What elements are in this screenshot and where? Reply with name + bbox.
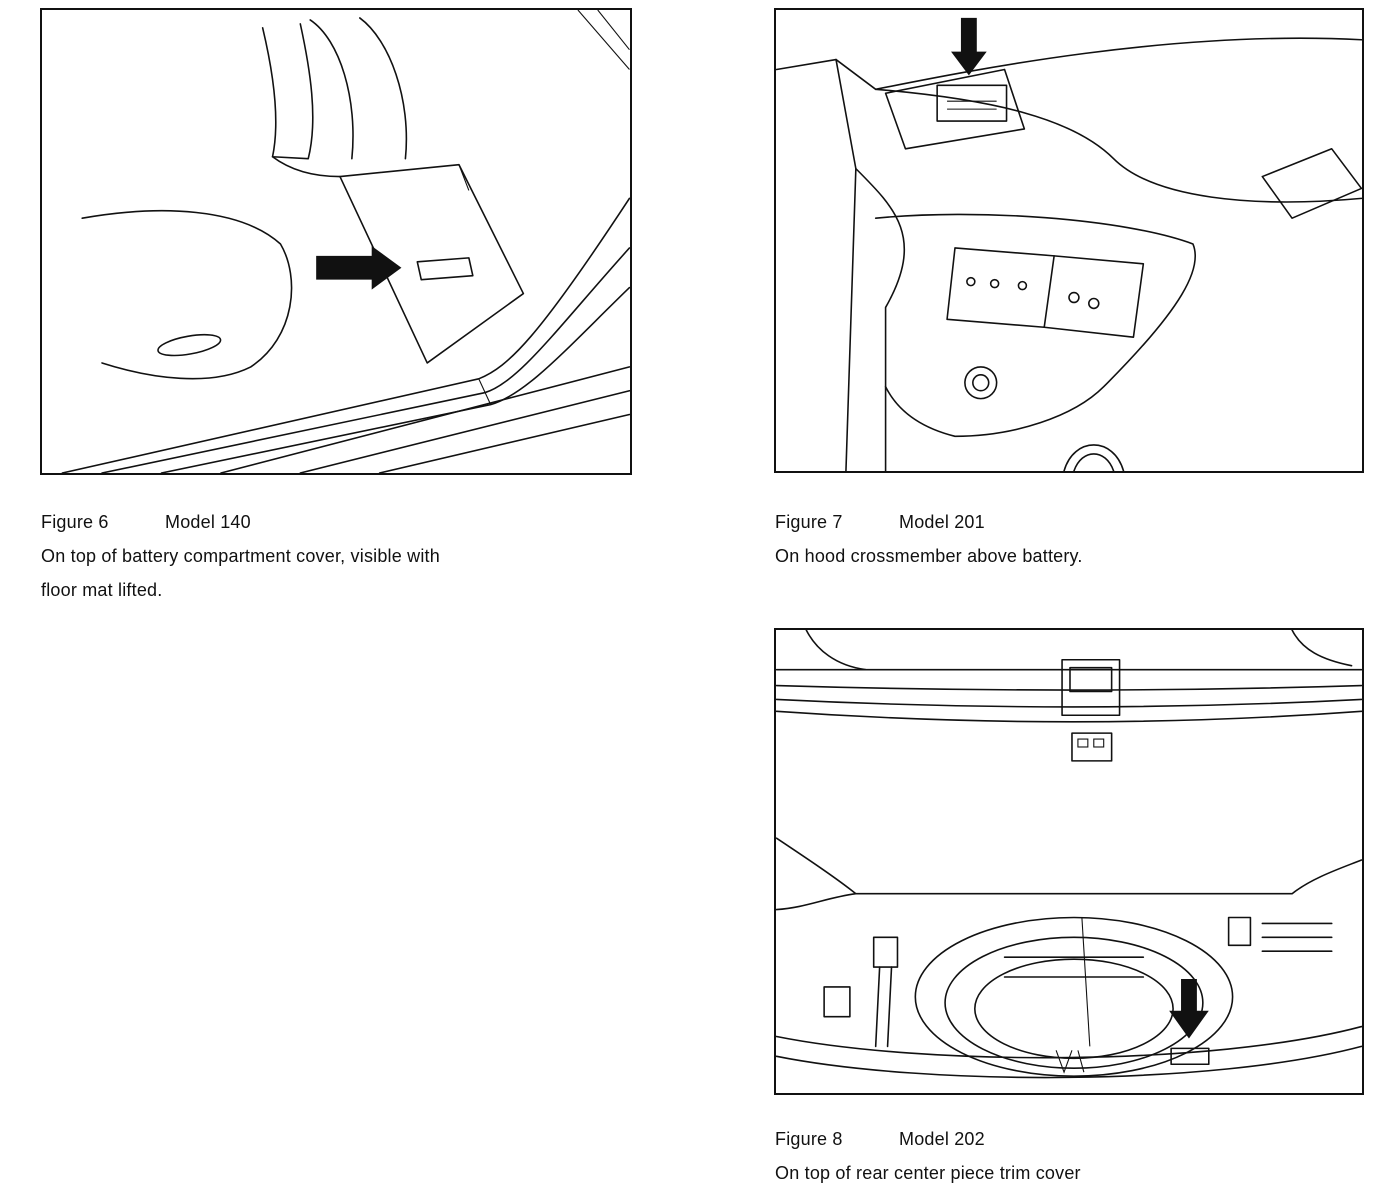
figure-8-drawing [776,630,1362,1079]
arrow-down-icon [951,17,987,76]
figure-6-drawing [61,10,630,473]
figure-6-description-line-2: floor mat lifted. [41,580,163,600]
figure-8-caption: Figure 8 Model 202 On top of rear center … [775,1122,1081,1190]
figure-6-illustration [40,8,632,475]
arrow-right-icon [316,245,402,290]
figure-6-description-line-1: On top of battery compartment cover, vis… [41,546,440,566]
figure-8-model: Model 202 [899,1129,985,1149]
figure-7-heading: Figure 7 Model 201 [775,505,1083,539]
figure-8-description-line-1: On top of rear center piece trim cover [775,1163,1081,1183]
figure-7-caption: Figure 7 Model 201 On hood crossmember ab… [775,505,1083,573]
figure-7-model: Model 201 [899,512,985,532]
figure-8-illustration [774,628,1364,1095]
figure-8-number: Figure 8 [775,1129,843,1149]
figure-6-number: Figure 6 [41,512,109,532]
figure-7-illustration [774,8,1364,473]
figure-7-number: Figure 7 [775,512,843,532]
figure-7-drawing [776,17,1362,471]
figure-7-description-line-1: On hood crossmember above battery. [775,546,1083,566]
figure-8-heading: Figure 8 Model 202 [775,1122,1081,1156]
figure-6-heading: Figure 6 Model 140 [41,505,440,539]
figure-6-model: Model 140 [165,512,251,532]
arrow-down-icon [1169,978,1209,1039]
figure-6-caption: Figure 6 Model 140 On top of battery comp… [41,505,440,607]
